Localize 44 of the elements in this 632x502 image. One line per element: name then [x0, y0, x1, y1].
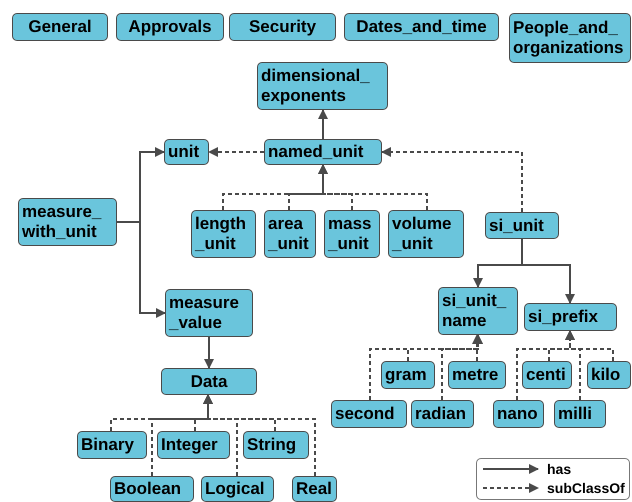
class-box: Logical: [201, 476, 274, 502]
arrow: [318, 109, 328, 139]
class-box: area _unit: [264, 210, 316, 258]
dashed-arrow: [565, 330, 581, 400]
class-box: milli: [554, 400, 606, 428]
dashed-arrow: [441, 334, 483, 400]
class-box: dimensional_ exponents: [257, 62, 388, 110]
class-box: measure _value: [165, 289, 253, 337]
class-box: Approvals: [116, 13, 224, 41]
class-box: nano: [493, 400, 544, 428]
class-box: Binary: [77, 431, 147, 459]
class-box: Integer: [157, 431, 230, 459]
class-box: metre: [448, 361, 506, 389]
class-box: si_unit: [485, 212, 559, 239]
legend-label: subClassOf: [547, 480, 625, 496]
arrow: [521, 239, 575, 304]
class-box: volume _unit: [388, 210, 464, 258]
class-box: kilo: [587, 361, 631, 389]
class-box: Security: [229, 13, 336, 41]
class-box: Boolean: [110, 476, 194, 502]
class-box: People_and_ organizations: [509, 13, 631, 63]
class-box: Dates_and_time: [344, 13, 499, 41]
class-box: String: [243, 431, 309, 459]
class-box: mass _unit: [324, 210, 380, 258]
class-box: Real: [292, 476, 337, 502]
class-box: Data: [161, 368, 257, 395]
dashed-arrow: [318, 164, 428, 210]
dashed-arrow: [381, 147, 523, 212]
class-box: length _unit: [191, 210, 256, 258]
legend-label: has: [547, 461, 572, 477]
class-box: radian: [411, 400, 474, 428]
class-box: centi: [522, 361, 572, 389]
class-box: si_prefix: [524, 303, 617, 331]
class-box: General: [12, 13, 108, 41]
arrow: [117, 221, 166, 318]
class-box: unit: [164, 139, 209, 165]
class-box: measure_ with_unit: [18, 198, 117, 246]
class-box: second: [331, 400, 407, 428]
dashed-arrow: [203, 394, 316, 476]
class-box: named_unit: [264, 139, 382, 165]
arrow: [204, 337, 214, 369]
class-box: gram: [381, 361, 435, 389]
dashed-arrow: [208, 147, 264, 157]
class-box: si_unit_ name: [438, 287, 518, 335]
